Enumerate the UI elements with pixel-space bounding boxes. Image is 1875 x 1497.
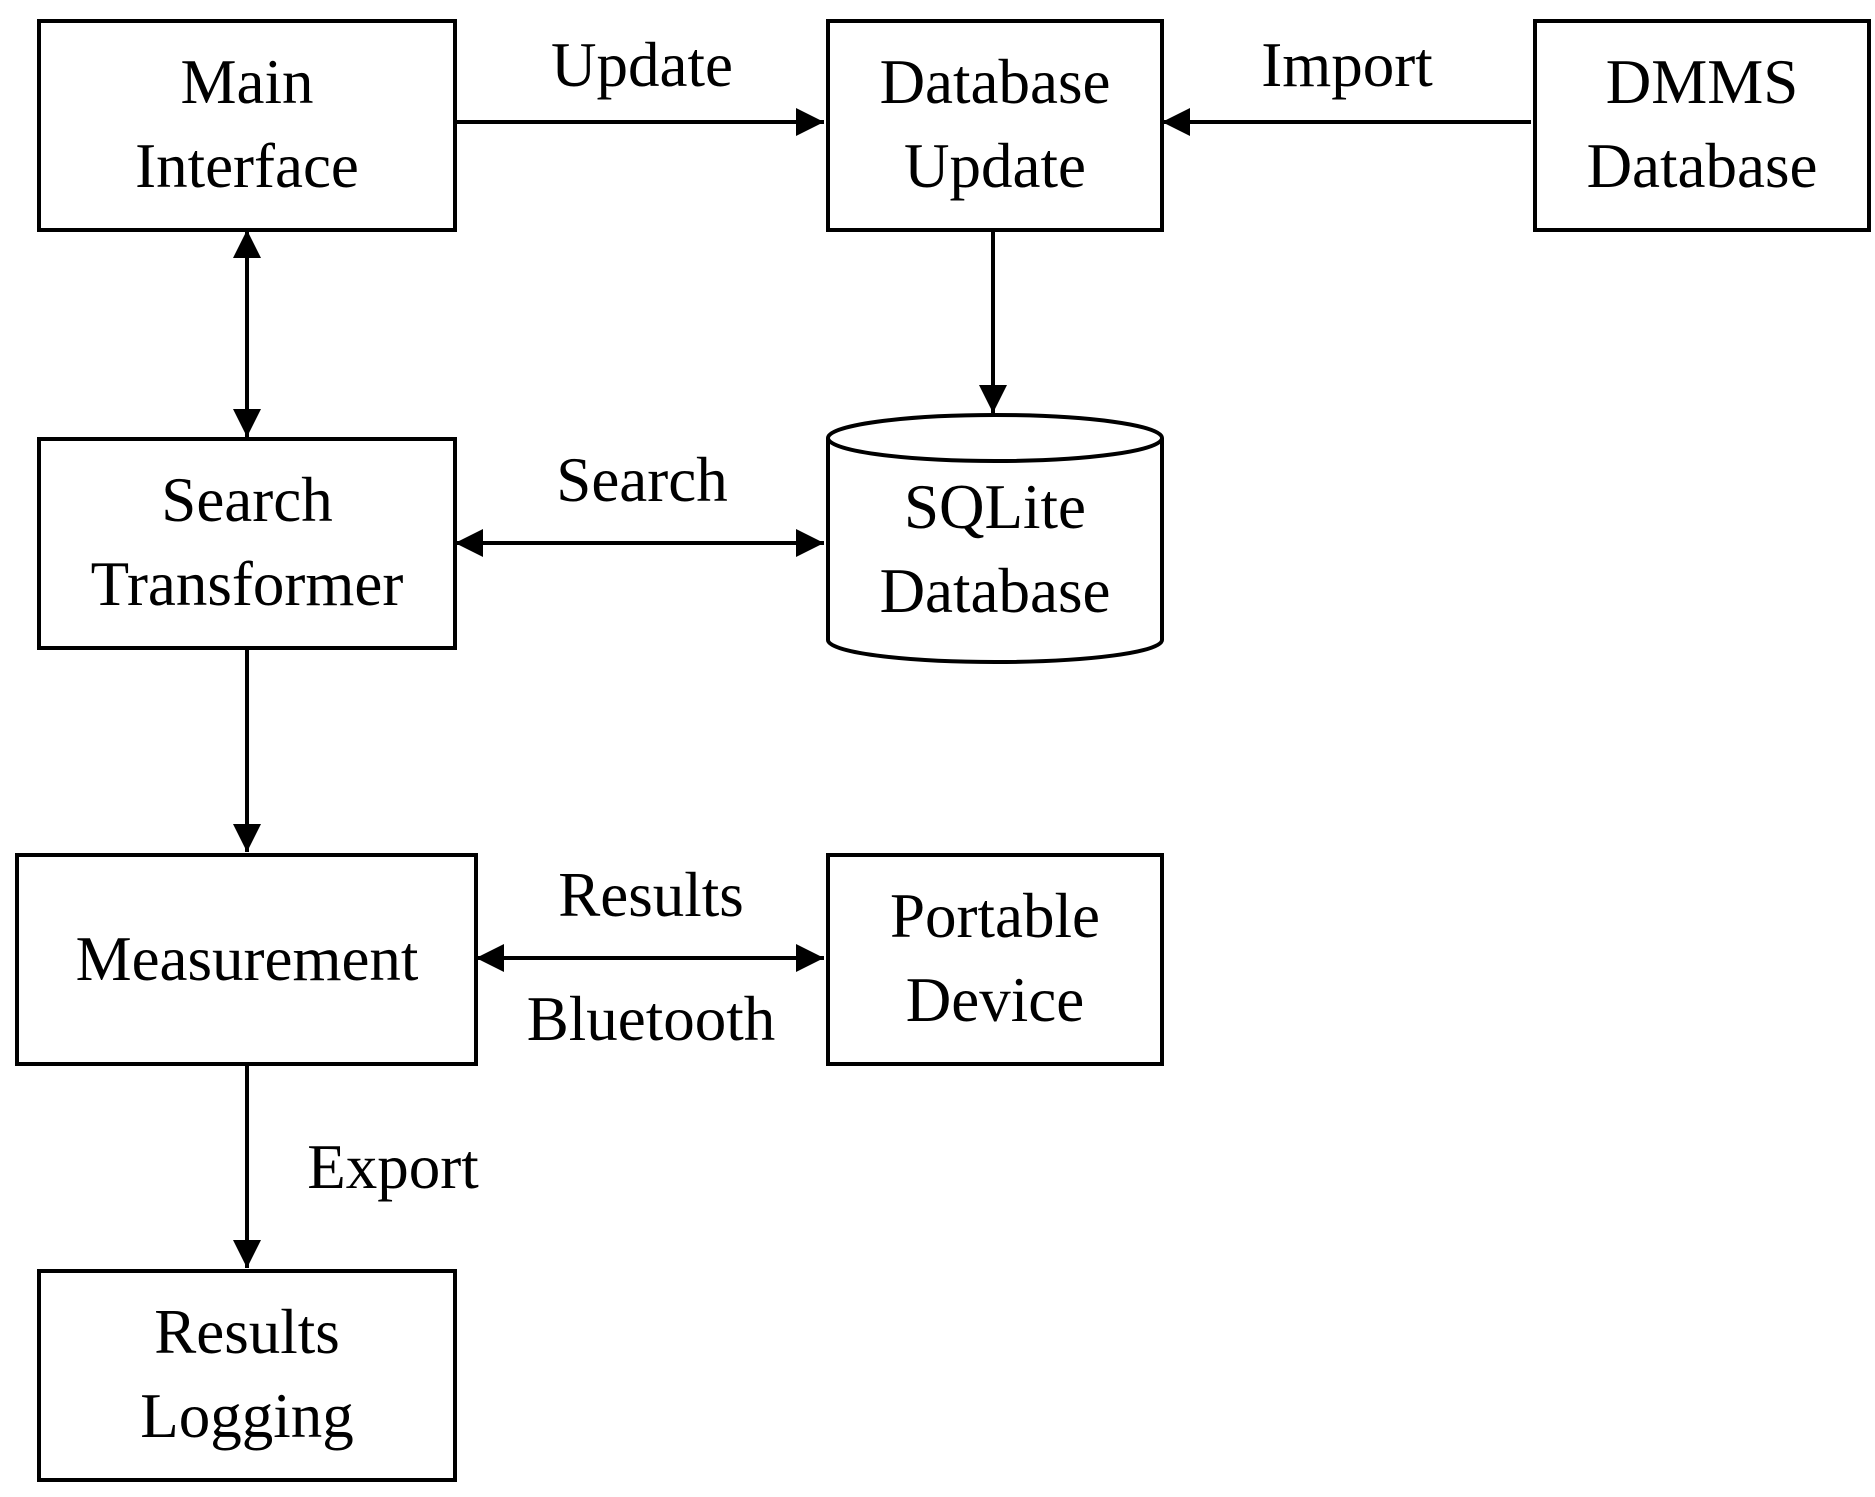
cylinder-body xyxy=(826,438,1164,664)
search-transformer-label-line1: Search xyxy=(161,465,332,535)
database-update-label-line1: Database xyxy=(880,47,1111,117)
main-interface-label-line2: Interface xyxy=(135,131,359,201)
measurement-node: Measurement xyxy=(15,853,478,1066)
portable-device-label-line1: Portable xyxy=(890,881,1100,951)
sqlite-database-node: SQLite Database xyxy=(826,413,1164,664)
results-logging-node: Results Logging xyxy=(37,1269,457,1482)
database-update-label-line2: Update xyxy=(904,131,1086,201)
main-interface-node: Main Interface xyxy=(37,19,457,232)
export-edge-label: Export xyxy=(307,1132,479,1202)
main-interface-label-line1: Main xyxy=(181,47,314,117)
dmms-database-node: DMMS Database xyxy=(1533,19,1871,232)
dmms-database-label-line2: Database xyxy=(1587,131,1818,201)
portable-device-label-line2: Device xyxy=(906,965,1084,1035)
import-edge-label: Import xyxy=(1261,30,1433,100)
update-edge-label: Update xyxy=(551,30,733,100)
sqlite-database-label-line1: SQLite xyxy=(904,472,1086,542)
results-edge-label: Results xyxy=(558,860,744,930)
results-logging-label-line2: Logging xyxy=(140,1381,354,1451)
search-edge-label: Search xyxy=(556,445,727,515)
bluetooth-edge-label: Bluetooth xyxy=(527,984,776,1054)
sqlite-database-label-line2: Database xyxy=(880,556,1111,626)
search-transformer-node: Search Transformer xyxy=(37,437,457,650)
search-transformer-label-line2: Transformer xyxy=(91,549,404,619)
database-update-node: Database Update xyxy=(826,19,1164,232)
measurement-label: Measurement xyxy=(76,924,419,994)
dmms-database-label-line1: DMMS xyxy=(1606,47,1799,117)
portable-device-node: Portable Device xyxy=(826,853,1164,1066)
results-logging-label-line1: Results xyxy=(154,1297,340,1367)
cylinder-top xyxy=(826,413,1164,463)
